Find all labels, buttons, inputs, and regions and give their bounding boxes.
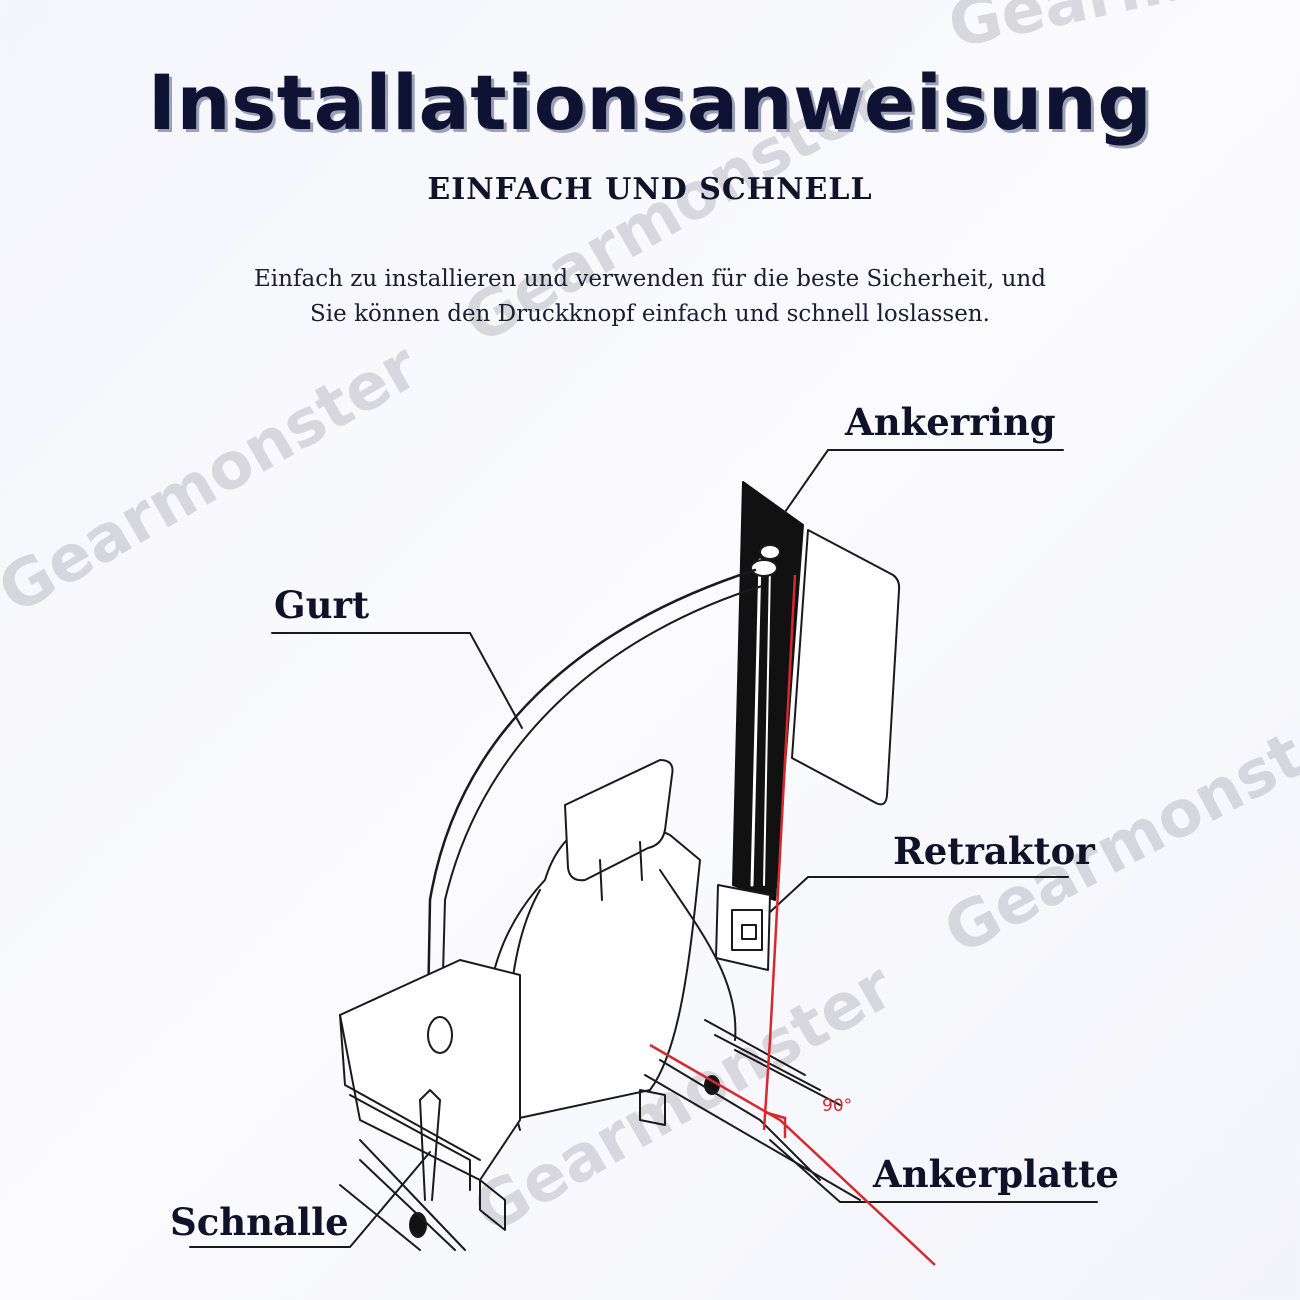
- callout-ankerplatte: [769, 1139, 1098, 1203]
- buckle: [409, 1212, 427, 1238]
- red-vertical-line: [762, 574, 797, 1131]
- label-retraktor: Retraktor: [893, 829, 1095, 873]
- angle-label: 90°: [822, 1096, 853, 1116]
- label-schnalle: Schnalle: [170, 1200, 349, 1244]
- retractor: [715, 884, 771, 971]
- page-subtitle: EINFACH UND SCHNELL: [427, 172, 873, 207]
- callout-ankerring: [784, 449, 1064, 513]
- label-ankerplatte: Ankerplatte: [873, 1152, 1119, 1196]
- page-title: Installationsanweisung: [147, 58, 1153, 147]
- seat-cushion: [339, 959, 521, 1181]
- headrest: [564, 759, 674, 882]
- label-gurt: Gurt: [274, 583, 370, 627]
- right-angle-marker: [763, 1110, 787, 1138]
- label-ankerring: Ankerring: [845, 400, 1056, 444]
- callout-schnalle: [189, 1151, 431, 1248]
- buckle-tongue: [427, 1016, 453, 1054]
- side-window: [791, 529, 901, 806]
- callout-retraktor: [769, 876, 1069, 913]
- anchor-ring: [750, 544, 781, 577]
- description-line: Einfach zu installieren und verwenden fü…: [254, 266, 1046, 292]
- callout-gurt: [271, 632, 523, 729]
- description-line: Sie können den Druckknopf einfach und sc…: [310, 301, 990, 327]
- description: Einfach zu installieren und verwenden fü…: [150, 262, 1150, 332]
- belt: [426, 568, 757, 1012]
- red-floor-line: [649, 1043, 936, 1266]
